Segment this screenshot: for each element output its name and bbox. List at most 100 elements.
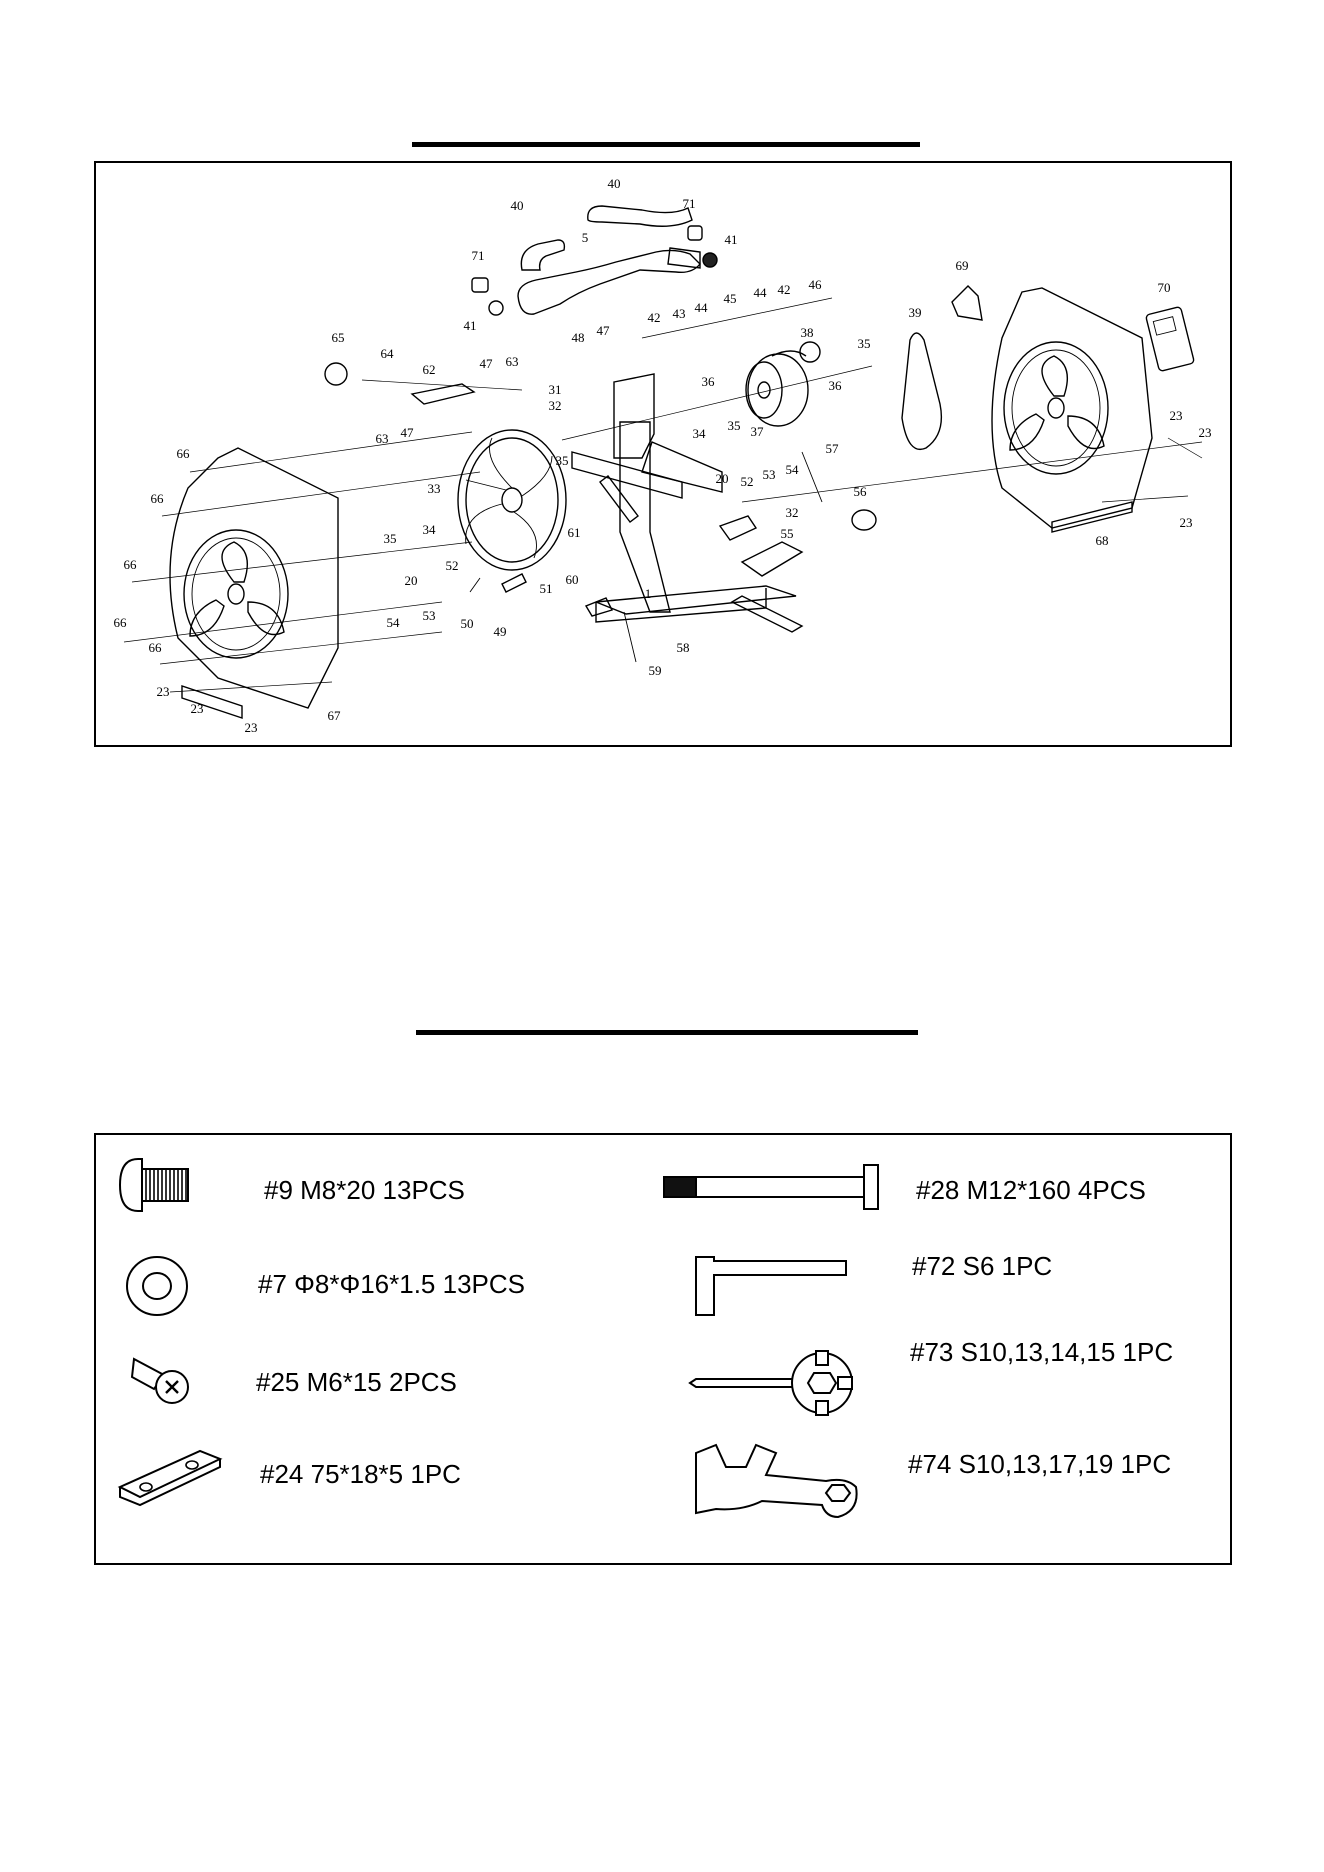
part-callout-23: 23	[1180, 515, 1193, 530]
part-callout-50: 50	[461, 616, 474, 631]
part-callout-33: 33	[428, 481, 441, 496]
hardware-heading-rule	[416, 1030, 918, 1035]
part-callout-35: 35	[728, 418, 741, 433]
phillips-screw-icon	[130, 1357, 189, 1404]
drive-pulley	[745, 341, 821, 427]
part-callout-67: 67	[328, 708, 342, 723]
part-callout-36: 36	[702, 374, 716, 389]
part-callout-53: 53	[763, 467, 776, 482]
part-callout-52: 52	[741, 474, 754, 489]
hardware-label-plate: #24 75*18*5 1PC	[260, 1459, 461, 1489]
part-callout-61: 61	[568, 525, 581, 540]
part-callout-55: 55	[781, 526, 794, 541]
part-callout-32: 32	[549, 398, 562, 413]
part-callout-40: 40	[511, 198, 524, 213]
part-callout-57: 57	[826, 441, 840, 456]
part-callout-41: 41	[464, 318, 477, 333]
allen-key-icon	[695, 1256, 847, 1316]
part-callout-32: 32	[786, 505, 799, 520]
part-callout-68: 68	[1096, 533, 1109, 548]
part-callout-47: 47	[480, 356, 494, 371]
part-callout-66: 66	[177, 446, 191, 461]
hardware-label-washer: #7 Φ8*Φ16*1.5 13PCS	[258, 1269, 525, 1299]
hardware-label-spanner: #74 S10,13,17,19 1PC	[908, 1449, 1172, 1479]
part-callout-23: 23	[1170, 408, 1183, 423]
part-callout-62: 62	[423, 362, 436, 377]
open-spanner-icon	[695, 1443, 858, 1519]
part-callout-44: 44	[754, 285, 768, 300]
part-callout-34: 34	[423, 522, 437, 537]
multi-tool-wrench-icon	[688, 1350, 853, 1416]
drive-belt	[901, 332, 943, 450]
assembly-guide-lines	[123, 297, 1203, 693]
hardware-label-axle: #28 M12*160 4PCS	[916, 1175, 1146, 1205]
mounting-plate-icon	[117, 1449, 223, 1507]
part-callout-20: 20	[716, 471, 729, 486]
part-callout-5: 5	[582, 230, 589, 245]
part-callout-36: 36	[829, 378, 843, 393]
part-callout-54: 54	[387, 615, 401, 630]
part-callout-43: 43	[673, 306, 686, 321]
part-callout-70: 70	[1158, 280, 1171, 295]
part-callout-66: 66	[149, 640, 163, 655]
part-callout-64: 64	[381, 346, 395, 361]
part-callout-42: 42	[648, 310, 661, 325]
part-callout-63: 63	[506, 354, 519, 369]
part-callout-63: 63	[376, 431, 389, 446]
part-callout-69: 69	[956, 258, 969, 273]
part-callout-38: 38	[801, 325, 814, 340]
part-callout-20: 20	[405, 573, 418, 588]
part-callout-40: 40	[608, 176, 621, 191]
flat-washer-icon	[126, 1256, 188, 1316]
part-callout-34: 34	[693, 426, 707, 441]
part-callout-44: 44	[695, 300, 709, 315]
part-callout-65: 65	[332, 330, 345, 345]
part-callout-42: 42	[778, 282, 791, 297]
part-callout-53: 53	[423, 608, 436, 623]
part-callout-23: 23	[245, 720, 258, 735]
part-callout-23: 23	[1199, 425, 1212, 440]
part-callout-60: 60	[566, 572, 579, 587]
console-display	[1145, 306, 1195, 372]
part-callout-35: 35	[858, 336, 871, 351]
part-callout-71: 71	[472, 248, 485, 263]
part-callout-52: 52	[446, 558, 459, 573]
part-callout-47: 47	[597, 323, 611, 338]
top-heading-rule	[412, 142, 920, 147]
phone-holder	[951, 285, 983, 321]
part-callout-56: 56	[854, 484, 868, 499]
part-callout-59: 59	[649, 663, 662, 678]
part-callout-23: 23	[157, 684, 170, 699]
part-callout-1: 1	[645, 586, 652, 601]
part-callout-66: 66	[151, 491, 165, 506]
part-callout-35: 35	[556, 453, 569, 468]
part-callout-49: 49	[494, 624, 507, 639]
part-callout-58: 58	[677, 640, 690, 655]
part-callout-31: 31	[549, 382, 562, 397]
part-callout-66: 66	[114, 615, 128, 630]
left-side-cover	[169, 447, 339, 719]
part-callout-39: 39	[909, 305, 922, 320]
hardware-label-screw-m6: #25 M6*15 2PCS	[256, 1367, 457, 1397]
handlebar-group	[471, 205, 718, 316]
part-callout-35: 35	[384, 531, 397, 546]
part-callout-71: 71	[683, 196, 696, 211]
part-callout-23: 23	[191, 701, 204, 716]
part-callout-37: 37	[751, 424, 765, 439]
hardware-label-multi-wrench: #73 S10,13,14,15 1PC	[910, 1337, 1174, 1367]
hardware-pack-panel: #9 M8*20 13PCS #7 Φ8*Φ16*1.5 13PCS #25 M…	[94, 1133, 1232, 1565]
part-callout-54: 54	[786, 462, 800, 477]
part-callout-66: 66	[124, 557, 138, 572]
bike-main-frame	[571, 373, 804, 633]
part-callout-48: 48	[572, 330, 585, 345]
part-callout-41: 41	[725, 232, 738, 247]
button-head-bolt-icon	[118, 1158, 189, 1212]
right-side-cover	[991, 287, 1153, 533]
part-callout-47: 47	[401, 425, 415, 440]
hardware-label-bolt-m8: #9 M8*20 13PCS	[264, 1175, 465, 1205]
flywheel	[457, 429, 567, 571]
long-bolt-icon	[663, 1164, 879, 1210]
